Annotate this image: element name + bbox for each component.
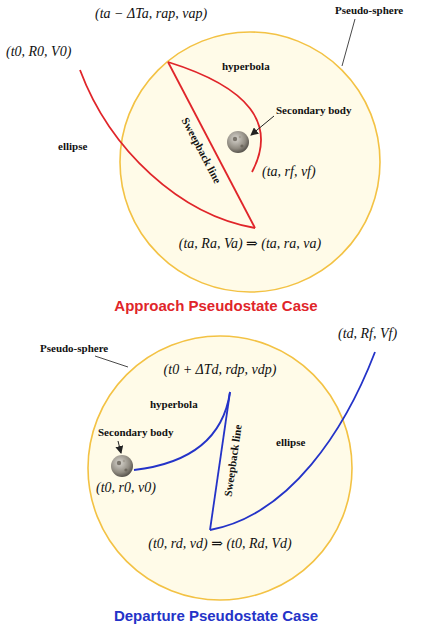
curve-label: ellipse [276,436,305,449]
hyperbola-arc [168,62,261,172]
state-label: (t0, rd, vd) ⇒ (t0, Rd, Vd) [148,536,291,553]
state-label: (ta, Ra, Va) ⇒ (ta, ra, va) [179,236,321,253]
state-label: (ta − ΔTa, rap, vap) [95,6,207,23]
curve-label: Sweepback line [178,115,223,185]
state-label: (t0, R0, V0) [6,44,71,61]
ellipse-arc [210,352,375,530]
state-label: (td, Rf, Vf) [338,326,397,343]
pointer-arrow [118,441,121,453]
state-label: (t0 + ΔTd, rdp, vdp) [164,362,277,379]
moon-symbol [227,131,249,153]
panel-caption: Approach Pseudostate Case [114,297,317,315]
curve-label: Sweepback line [221,424,244,498]
leader-line [342,19,355,66]
curve-label: hyperbola [150,398,198,411]
curve-label: ellipse [58,140,87,153]
pointer-arrow [251,116,274,135]
curve-label: hyperbola [222,60,270,73]
region-label: Pseudo-sphere [335,4,403,17]
state-label: (ta, rf, vf) [262,164,316,181]
ellipse-arc [80,70,255,228]
region-label: Pseudo-sphere [40,342,108,355]
body-label: Secondary body [98,426,174,439]
pseudo-sphere [88,336,352,600]
leader-line [95,356,128,367]
sweepback-line [168,62,255,228]
pseudo-sphere [120,32,380,292]
state-label: (t0, r0, v0) [96,480,156,497]
panel-caption: Departure Pseudostate Case [114,607,318,625]
body-label: Secondary body [276,104,352,117]
moon-symbol [111,455,133,477]
